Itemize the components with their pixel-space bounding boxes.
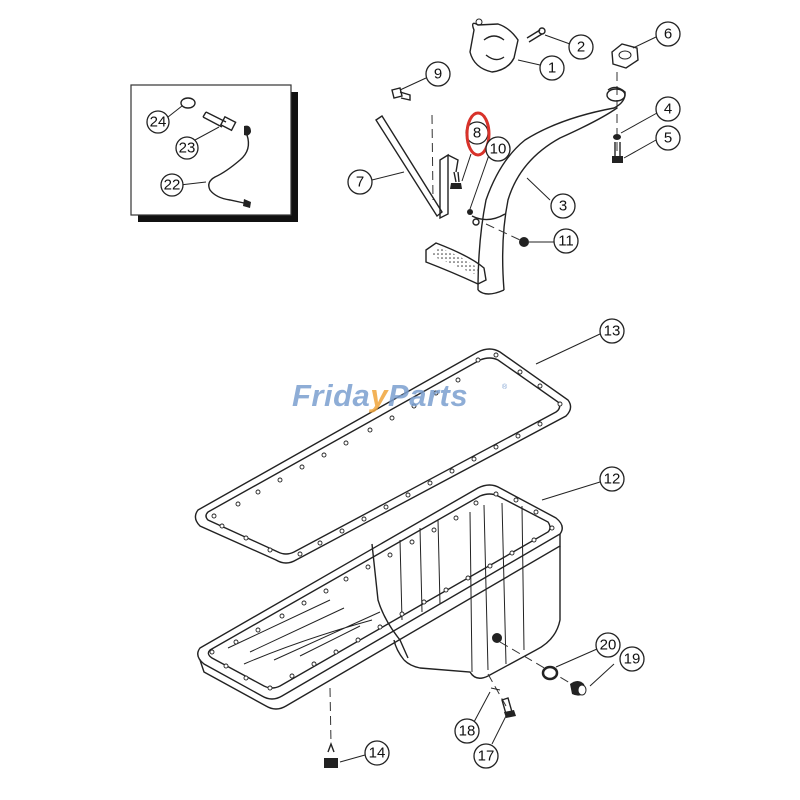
bolt-part-14	[324, 742, 338, 768]
bolt-part-2	[526, 27, 546, 43]
callout-10[interactable]: 10	[485, 136, 511, 162]
svg-text:13: 13	[604, 323, 621, 340]
watermark-right: Parts	[388, 378, 469, 413]
drain-plug-part-19	[570, 681, 587, 696]
callout-18[interactable]: 18	[454, 718, 480, 744]
svg-text:8: 8	[473, 125, 481, 142]
svg-text:12: 12	[604, 471, 621, 488]
svg-text:2: 2	[577, 39, 585, 56]
drain-boss	[492, 633, 502, 643]
watermark-text: FridayParts	[292, 378, 468, 414]
callout-1[interactable]: 1	[539, 55, 565, 81]
nut-part-11	[519, 237, 529, 247]
svg-text:19: 19	[624, 651, 641, 668]
callout-3[interactable]: 3	[550, 193, 576, 219]
svg-text:9: 9	[434, 66, 442, 83]
callout-19[interactable]: 19	[619, 646, 645, 672]
pickup-tube-assembly: 1 2 3 4 5 6 7 8	[347, 18, 681, 295]
oil-pan-gasket-part	[194, 348, 572, 564]
callout-8-highlighted[interactable]: 8	[465, 111, 491, 157]
callout-20[interactable]: 20	[595, 632, 621, 658]
callout-6[interactable]: 6	[655, 21, 681, 47]
svg-text:4: 4	[664, 101, 672, 118]
registered-mark: ®	[502, 384, 508, 391]
callout-22[interactable]: 22	[160, 173, 184, 197]
pickup-screen-part	[425, 242, 487, 285]
svg-text:10: 10	[490, 141, 507, 158]
washer-part-20	[541, 665, 559, 681]
pin-part-18	[490, 687, 501, 691]
svg-text:5: 5	[664, 130, 672, 147]
svg-text:17: 17	[478, 748, 495, 765]
callout-9[interactable]: 9	[425, 61, 451, 87]
callout-11[interactable]: 11	[553, 228, 579, 254]
bracket-part	[375, 115, 459, 220]
plug-part	[243, 199, 251, 208]
o-ring-part	[180, 97, 196, 109]
highlight-ring	[465, 111, 491, 157]
oil-pan-part	[197, 484, 563, 710]
svg-text:7: 7	[356, 174, 364, 191]
watermark-accent-y: y	[370, 378, 389, 413]
drain-valve-part-17	[501, 697, 516, 718]
svg-text:23: 23	[179, 140, 196, 157]
watermark-logo: FridayParts ®	[292, 378, 522, 422]
callout-14[interactable]: 14	[364, 740, 390, 766]
svg-text:1: 1	[548, 60, 556, 77]
washer-part-4	[613, 134, 621, 140]
callout-5[interactable]: 5	[655, 125, 681, 151]
callout-23[interactable]: 23	[175, 136, 199, 160]
svg-text:3: 3	[559, 198, 567, 215]
nut-part-10	[467, 209, 473, 215]
bolt-part-8	[450, 171, 462, 189]
callout-12[interactable]: 12	[599, 466, 625, 492]
svg-text:22: 22	[164, 177, 181, 194]
callout-2[interactable]: 2	[568, 34, 594, 60]
svg-text:11: 11	[558, 233, 574, 250]
inset-frame	[130, 84, 292, 216]
svg-text:6: 6	[664, 26, 672, 43]
heater-element-part	[202, 111, 251, 136]
cover-part	[469, 18, 519, 73]
callout-4[interactable]: 4	[655, 96, 681, 122]
callout-13[interactable]: 13	[599, 318, 625, 344]
callout-17[interactable]: 17	[473, 743, 499, 769]
flange-gasket-part	[611, 43, 639, 69]
svg-text:24: 24	[150, 114, 167, 131]
callout-7[interactable]: 7	[347, 169, 373, 195]
callout-24[interactable]: 24	[146, 110, 170, 134]
svg-text:14: 14	[369, 745, 386, 762]
inset-box: 24 23 22	[130, 84, 298, 222]
bolt-part-5	[612, 142, 623, 163]
watermark-left: Frida	[292, 378, 371, 413]
bolt-part-9	[391, 87, 411, 101]
svg-text:20: 20	[600, 637, 617, 654]
svg-text:18: 18	[459, 723, 476, 740]
